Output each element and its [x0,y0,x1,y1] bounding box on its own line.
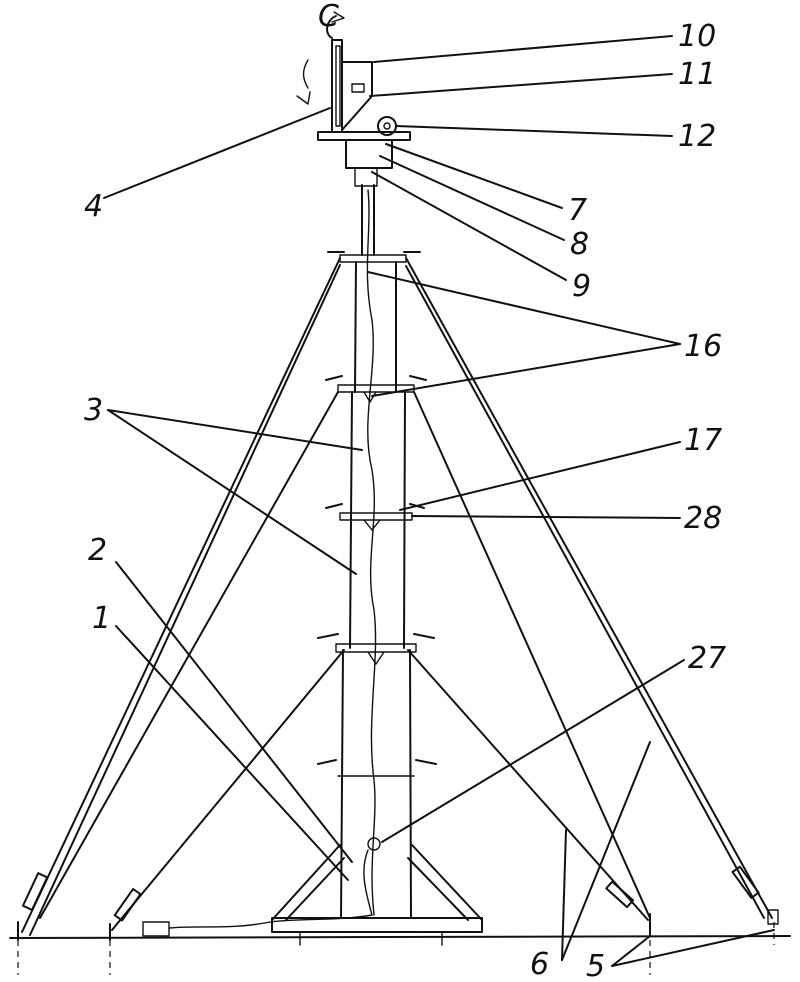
label-c: C [318,0,339,34]
label-4: 4 [84,189,103,224]
label-7: 7 [568,193,587,228]
part-labels: C 10 11 12 4 7 8 9 16 3 17 28 2 1 27 6 5 [84,0,726,982]
label-28: 28 [684,501,722,536]
mast-section-upper [337,254,415,403]
ground [9,922,791,975]
label-2: 2 [88,533,107,568]
label-11: 11 [678,57,716,92]
mast-section-bottom [335,643,417,919]
leader-lines [103,35,775,967]
label-12: 12 [678,119,716,154]
label-3: 3 [84,393,103,428]
guy-ropes-outer [21,257,773,936]
stakes [17,909,779,941]
rope-tensioners [21,865,760,922]
label-10: 10 [678,19,716,54]
head-assembly [296,11,411,141]
label-17: 17 [684,423,722,458]
guy-ropes-inner [39,391,651,931]
label-6: 6 [530,947,549,982]
label-1: 1 [92,601,111,636]
label-16: 16 [684,329,722,364]
label-27: 27 [688,641,726,676]
collar-clamps [317,251,437,851]
label-5: 5 [586,949,605,982]
mast-section-middle [339,391,413,665]
internal-cable [366,189,377,916]
base-frame [142,844,483,946]
label-9: 9 [572,269,591,304]
label-8: 8 [570,227,589,262]
